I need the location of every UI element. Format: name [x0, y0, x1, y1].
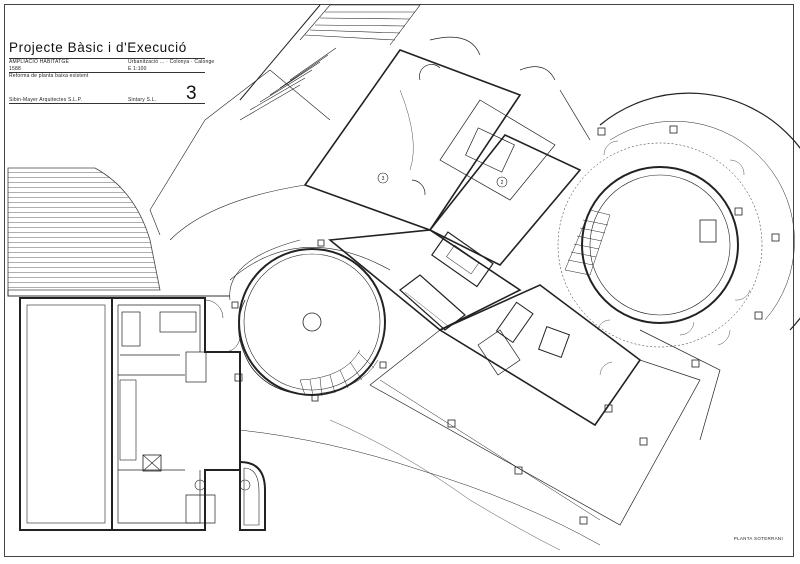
plan-caption: PLANTA SOTERRANI	[734, 536, 783, 541]
project-label: AMPLIACIÓ HABITATGE	[9, 59, 70, 65]
storage-room	[19, 297, 113, 531]
room-mark-circle	[496, 176, 508, 188]
kitchen-island	[431, 231, 494, 288]
sheet-number: 3	[186, 83, 197, 104]
terrace-arc	[599, 92, 800, 331]
terrain-hatch	[7, 167, 161, 291]
room-north	[303, 49, 522, 231]
bathroom-apse	[239, 460, 266, 531]
project-code: 1588	[9, 66, 21, 72]
architect-name: Sibin-Mayer Arquitectes S.L.P.	[9, 97, 83, 103]
counter	[399, 274, 466, 331]
stair-north	[204, 4, 421, 121]
plan-scale: E 1:100	[128, 66, 147, 72]
title-divider-lower	[9, 103, 205, 104]
round-stair-tower	[238, 248, 386, 396]
room-central	[428, 134, 582, 266]
office-name: Sintary S.L.	[128, 97, 157, 103]
project-title: Projecte Bàsic i d'Execució	[9, 40, 187, 55]
title-divider	[9, 72, 205, 73]
kitchen-service-wing	[112, 297, 241, 531]
title-underline	[9, 58, 205, 59]
plan-description: Reforma de planta baixa existent	[9, 73, 89, 79]
sheet-frame	[4, 4, 794, 557]
south-terrace	[369, 329, 701, 526]
spiral-steps	[299, 349, 379, 397]
project-location: Urbanització ... · Colonya · Calonge	[128, 59, 215, 65]
east-stair	[564, 209, 611, 276]
room-mark-3: 3	[382, 176, 385, 182]
columns	[231, 125, 780, 525]
hall	[327, 229, 522, 331]
room-mark-circle	[377, 172, 389, 184]
round-tower-east	[581, 166, 739, 324]
room-mark-2: 2	[501, 180, 504, 186]
